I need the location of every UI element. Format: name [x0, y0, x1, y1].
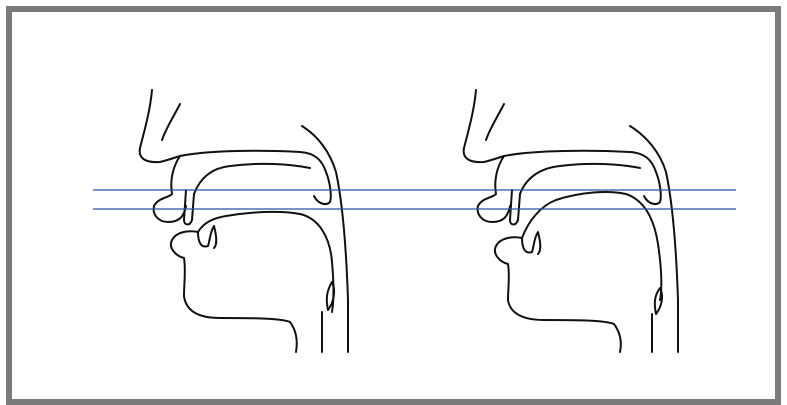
nose-outline-right [464, 90, 504, 162]
tongue-left [198, 212, 334, 312]
tongue-right [522, 192, 661, 300]
lower-lip-left [171, 231, 290, 322]
vocal-tract-right [464, 90, 678, 352]
throat-front-right [614, 324, 621, 352]
epiglottis-right [655, 288, 662, 314]
upper-lip-right [478, 156, 510, 222]
nasal-cavity-roof-left [302, 126, 348, 352]
upper-teeth-left [184, 190, 194, 225]
upper-lip-left [154, 156, 186, 222]
lower-lip-right [495, 237, 614, 324]
nostril-left [162, 104, 180, 140]
nostril-right [486, 104, 504, 140]
vocal-tract-left [140, 90, 348, 352]
nose-outline-left [140, 90, 180, 162]
hard-palate-outer-right [504, 151, 661, 204]
upper-teeth-right [510, 190, 520, 225]
hard-palate-outer-left [180, 151, 331, 204]
throat-front-left [290, 322, 297, 352]
nasal-cavity-roof-right [630, 126, 678, 352]
lower-teeth-right [522, 232, 540, 254]
